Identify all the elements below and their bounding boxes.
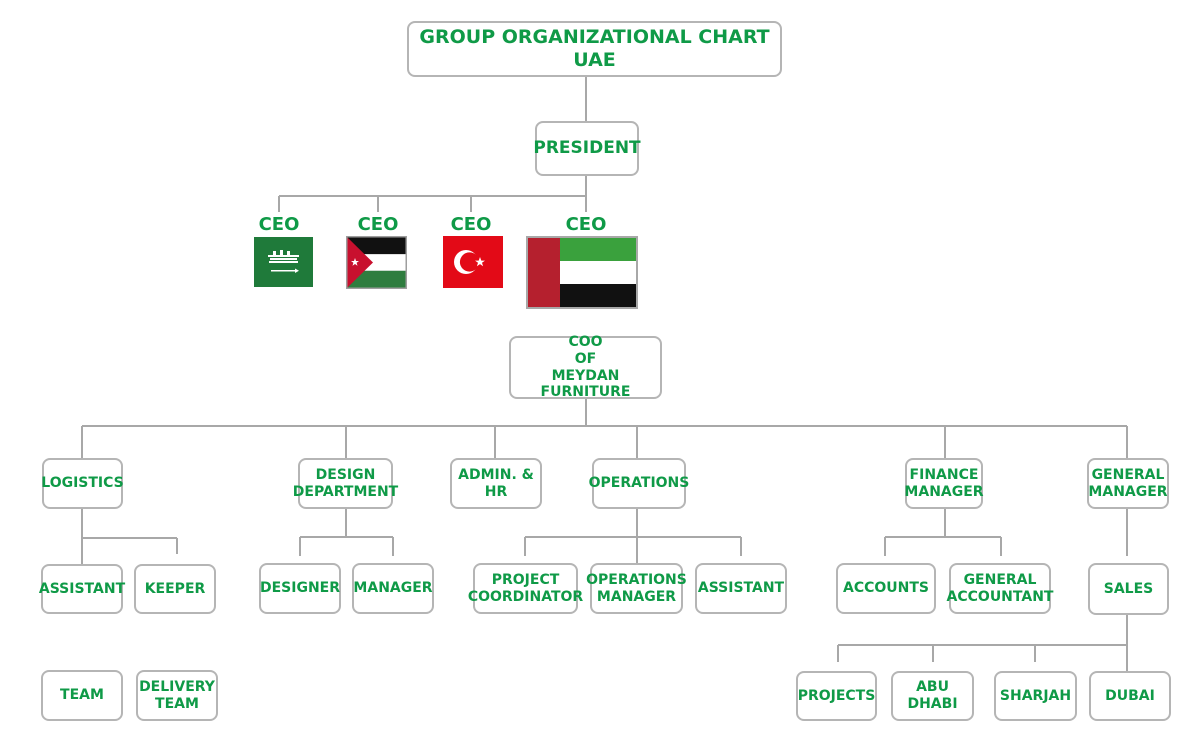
admin-hr-box: ADMIN. & HR [450, 458, 542, 509]
keeper-box: KEEPER [134, 564, 216, 614]
ceo-label-turkey: CEO [450, 214, 492, 235]
ceo-label-saudi: CEO [258, 214, 300, 235]
sharjah-box: SHARJAH [994, 671, 1077, 721]
saudi-flag-icon [254, 237, 313, 287]
design-department-box: DESIGN DEPARTMENT [293, 458, 398, 509]
logistics-assistant-box: ASSISTANT [39, 564, 125, 614]
team-box: TEAM [41, 670, 123, 721]
logistics-box: LOGISTICS [41, 458, 124, 509]
accounts-box: ACCOUNTS [836, 563, 936, 614]
president-box: PRESIDENT [533, 121, 641, 176]
operations-manager-box: OPERATIONS MANAGER [586, 563, 687, 614]
operations-box: OPERATIONS [589, 458, 689, 509]
projects-box: PROJECTS [796, 671, 877, 721]
delivery-team-box: DELIVERY TEAM [136, 670, 218, 721]
sales-box: SALES [1088, 563, 1169, 615]
dubai-box: DUBAI [1089, 671, 1171, 721]
general-accountant-box: GENERAL ACCOUNTANT [947, 563, 1053, 614]
uae-flag-icon [526, 236, 638, 309]
jordan-flag-icon [346, 236, 407, 289]
designer-box: DESIGNER [259, 563, 341, 614]
finance-manager-box: FINANCE MANAGER [904, 458, 984, 509]
project-coordinator-box: PROJECT COORDINATOR [468, 563, 583, 614]
ceo-label-jordan: CEO [357, 214, 399, 235]
chart-title: GROUP ORGANIZATIONAL CHART UAE [407, 21, 782, 77]
operations-assistant-box: ASSISTANT [695, 563, 787, 614]
abu-dhabi-box: ABU DHABI [891, 671, 974, 721]
design-manager-box: MANAGER [352, 563, 434, 614]
general-manager-box: GENERAL MANAGER [1087, 458, 1169, 509]
ceo-label-uae: CEO [565, 214, 607, 235]
coo-box: COO OF MEYDAN FURNITURE [509, 334, 662, 400]
turkey-flag-icon [443, 236, 503, 288]
